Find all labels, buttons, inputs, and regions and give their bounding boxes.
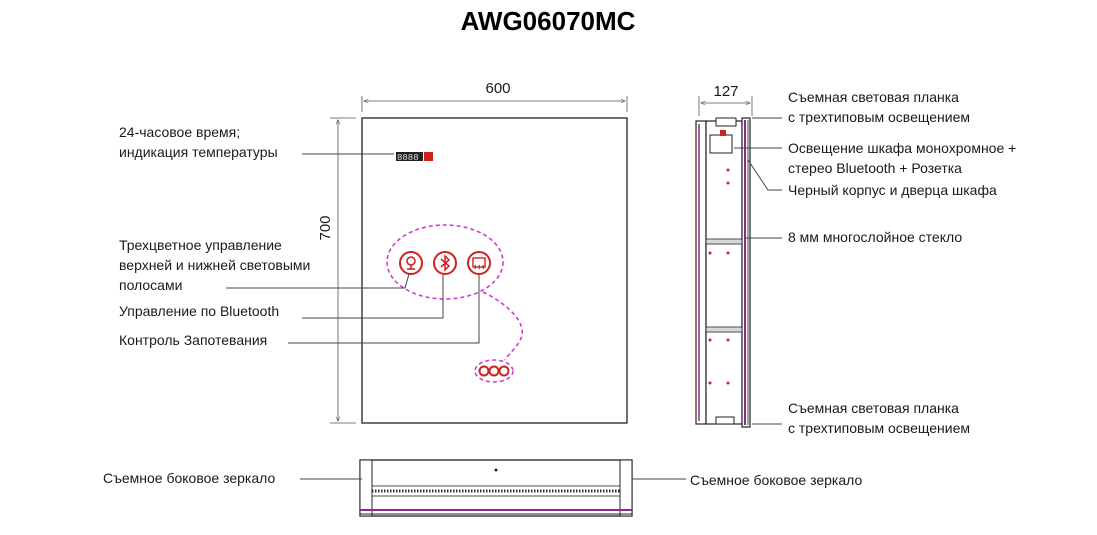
tricolor-label-line2: верхней и нижней световыми: [119, 257, 310, 273]
tricolor-label-line3: полосами: [119, 277, 182, 293]
small-buttons: [478, 365, 510, 377]
lighting-label-line2: стерео Bluetooth + Розетка: [788, 160, 962, 176]
tricolor-label-line1: Трехцветное управление: [119, 237, 282, 253]
side-view: 127: [695, 83, 782, 428]
light-bar-top-label-line2: с трехтиповым освещением: [788, 109, 970, 125]
top-view: [300, 459, 686, 517]
time-display: 8888: [396, 152, 433, 163]
defog-icon: [472, 257, 486, 270]
side-mirror-right-label: Съемное боковое зеркало: [690, 472, 862, 488]
height-dimension: 700: [317, 215, 334, 240]
glass-label: 8 мм многослойное стекло: [788, 229, 962, 245]
light-icon: [406, 256, 416, 270]
time-label-line2: индикация температуры: [119, 144, 278, 160]
display-digits: 8888: [397, 153, 419, 163]
controls-highlight: [386, 224, 504, 300]
small-controls-highlight: [474, 359, 514, 383]
light-control-button: [399, 251, 423, 275]
bluetooth-control-button: [433, 251, 457, 275]
time-label-line1: 24-часовое время;: [119, 124, 240, 140]
side-mirror-left-label: Съемное боковое зеркало: [103, 470, 275, 486]
lighting-label-line1: Освещение шкафа монохромное +: [788, 140, 1016, 156]
depth-dimension: 127: [713, 83, 738, 100]
bluetooth-icon: [440, 254, 451, 272]
defog-control-button: [467, 251, 491, 275]
width-dimension: 600: [485, 80, 510, 97]
temperature-indicator-icon: [424, 152, 433, 161]
light-bar-top-label-line1: Съемная световая планка: [788, 89, 959, 105]
body-label: Черный корпус и дверца шкафа: [788, 182, 997, 198]
light-bar-bottom-label-line1: Съемная световая планка: [788, 400, 959, 416]
bluetooth-label: Управление по Bluetooth: [119, 303, 279, 319]
front-view: 600 700 8888: [226, 80, 628, 424]
defog-label: Контроль Запотевания: [119, 332, 267, 348]
page-title: AWG06070MC: [461, 6, 636, 36]
light-bar-bottom-label-line2: с трехтиповым освещением: [788, 420, 970, 436]
